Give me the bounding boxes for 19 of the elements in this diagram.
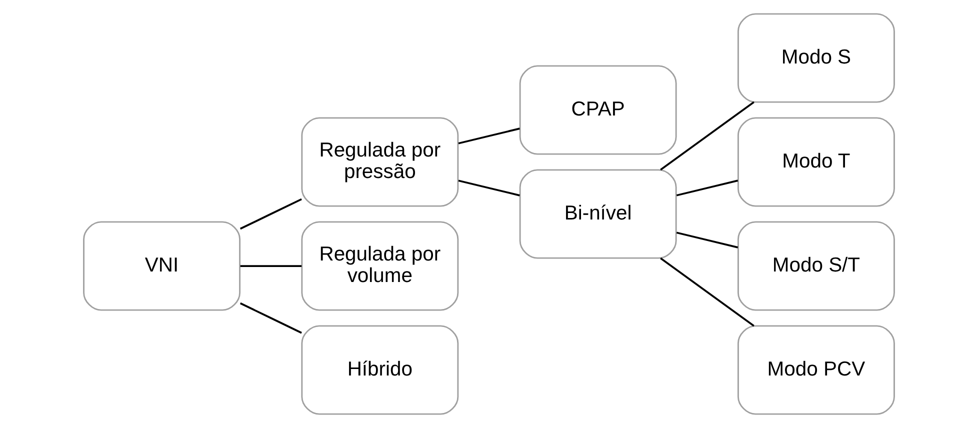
node-box: Modo S/T [736,221,894,311]
node-box: Modo PCV [736,325,894,415]
connector [239,302,302,334]
connector [676,232,738,248]
node-box: Regulada por pressão [300,117,458,207]
node-box: VNI [82,221,240,311]
connector [676,180,738,196]
node-box: CPAP [518,65,676,155]
connector [660,258,754,327]
connector [660,101,754,170]
node-box: Híbrido [300,325,458,415]
connector [239,198,302,230]
node-box: Modo T [736,117,894,207]
node-box: Bi-nível [518,169,676,259]
connector [240,265,302,267]
connector [458,128,520,144]
connector [458,180,520,196]
node-box: Modo S [736,13,894,103]
node-box: Regulada por volume [300,221,458,311]
